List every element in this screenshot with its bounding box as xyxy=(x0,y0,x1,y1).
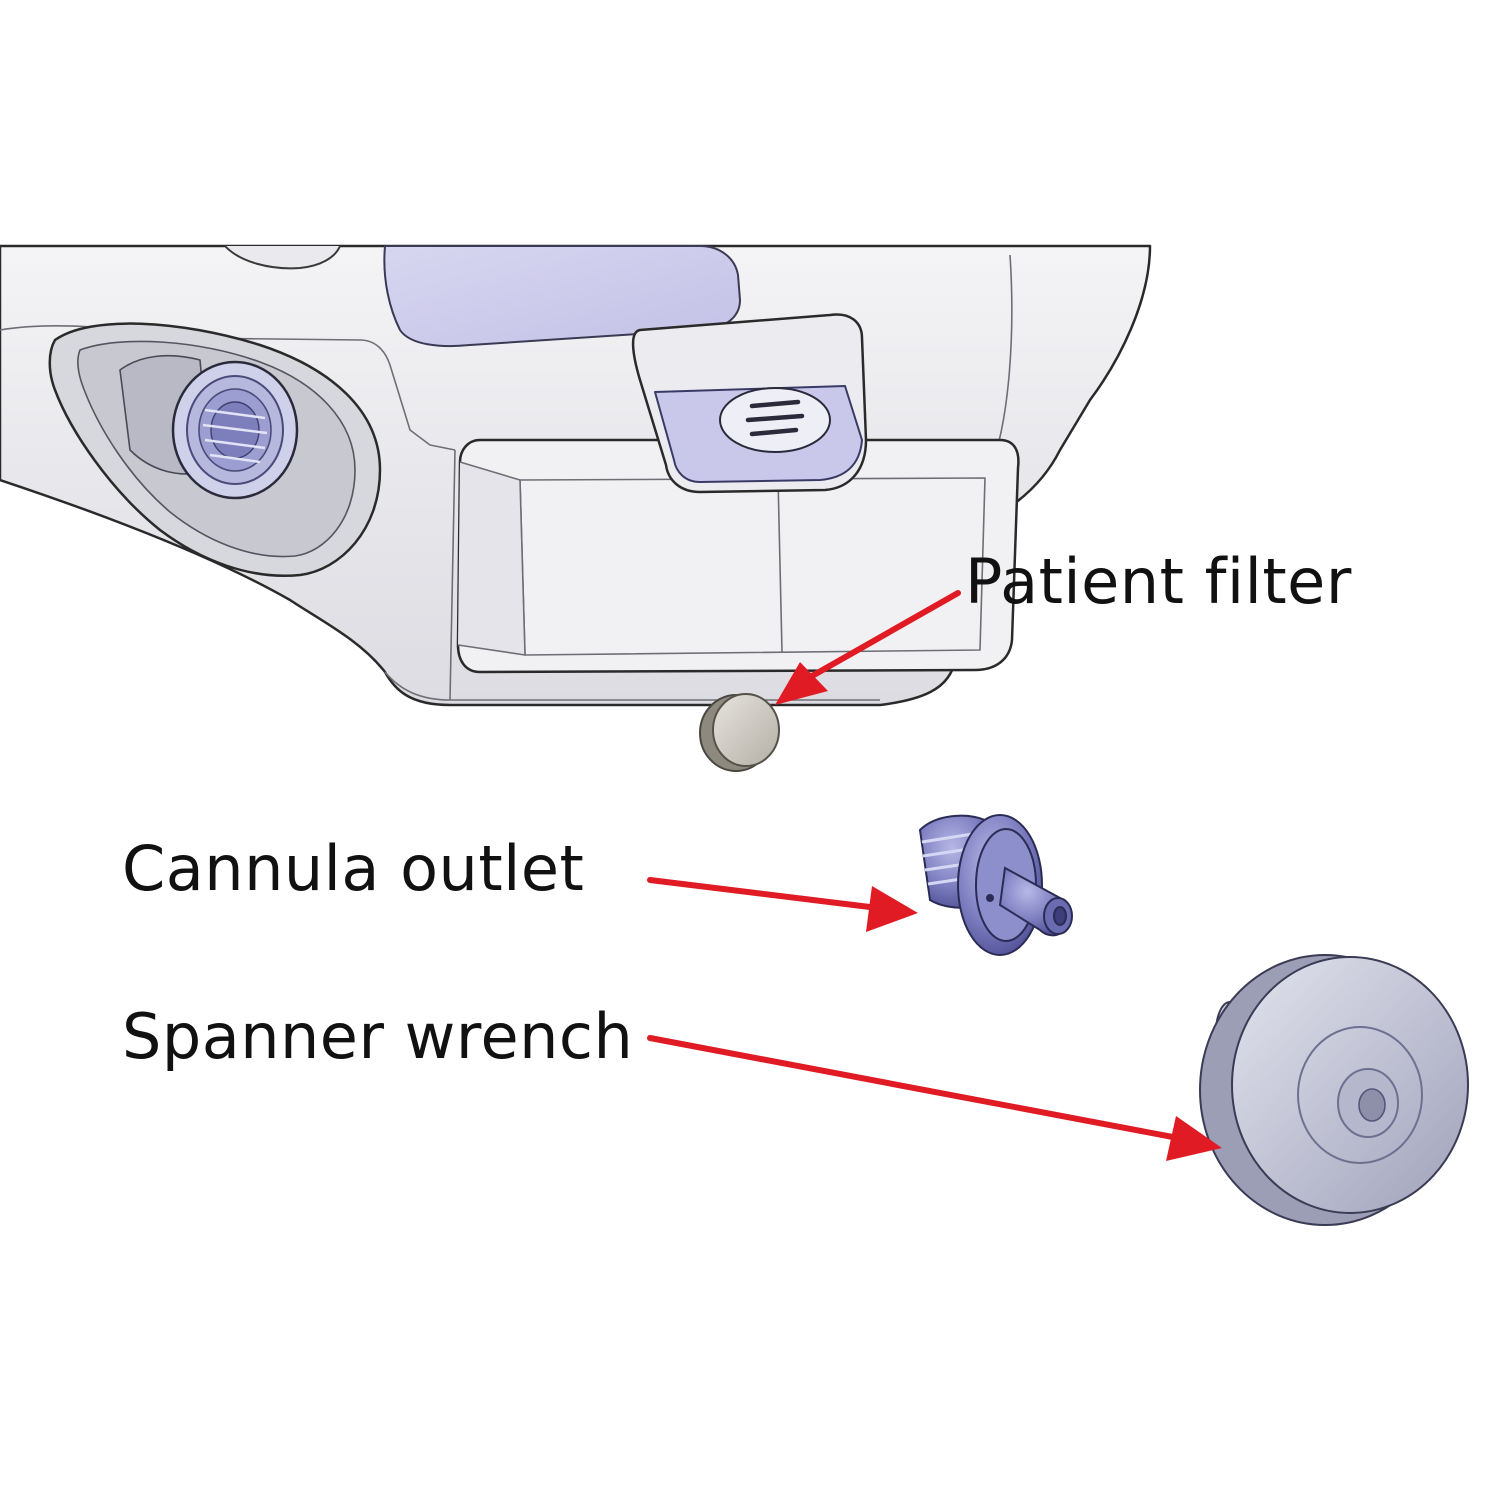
spanner-wrench-illustration xyxy=(1199,954,1469,1226)
filter-disc-illustration xyxy=(699,693,780,772)
cannula-outlet-label: Cannula outlet xyxy=(122,832,585,905)
cannula-outlet-arrow xyxy=(647,877,918,932)
door-side-face xyxy=(457,461,526,656)
patient-filter-arrow xyxy=(775,590,961,705)
device-screen xyxy=(383,245,741,348)
spanner-wrench-label: Spanner wrench xyxy=(122,1000,634,1073)
device-base-line xyxy=(384,671,880,701)
front-door-panel xyxy=(456,438,1020,674)
patient-filter-label: Patient filter xyxy=(965,545,1352,618)
spanner-wrench-arrow xyxy=(647,1035,1222,1161)
threaded-outlet xyxy=(171,360,299,500)
callout-arrows xyxy=(647,590,1222,1161)
device-top-cap xyxy=(224,245,341,270)
device-side-edge xyxy=(449,449,456,701)
cannula-outlet-illustration xyxy=(918,814,1073,956)
door-latch xyxy=(631,313,868,494)
humidifier-base-illustration xyxy=(0,244,1152,707)
front-door-divider xyxy=(777,477,783,653)
